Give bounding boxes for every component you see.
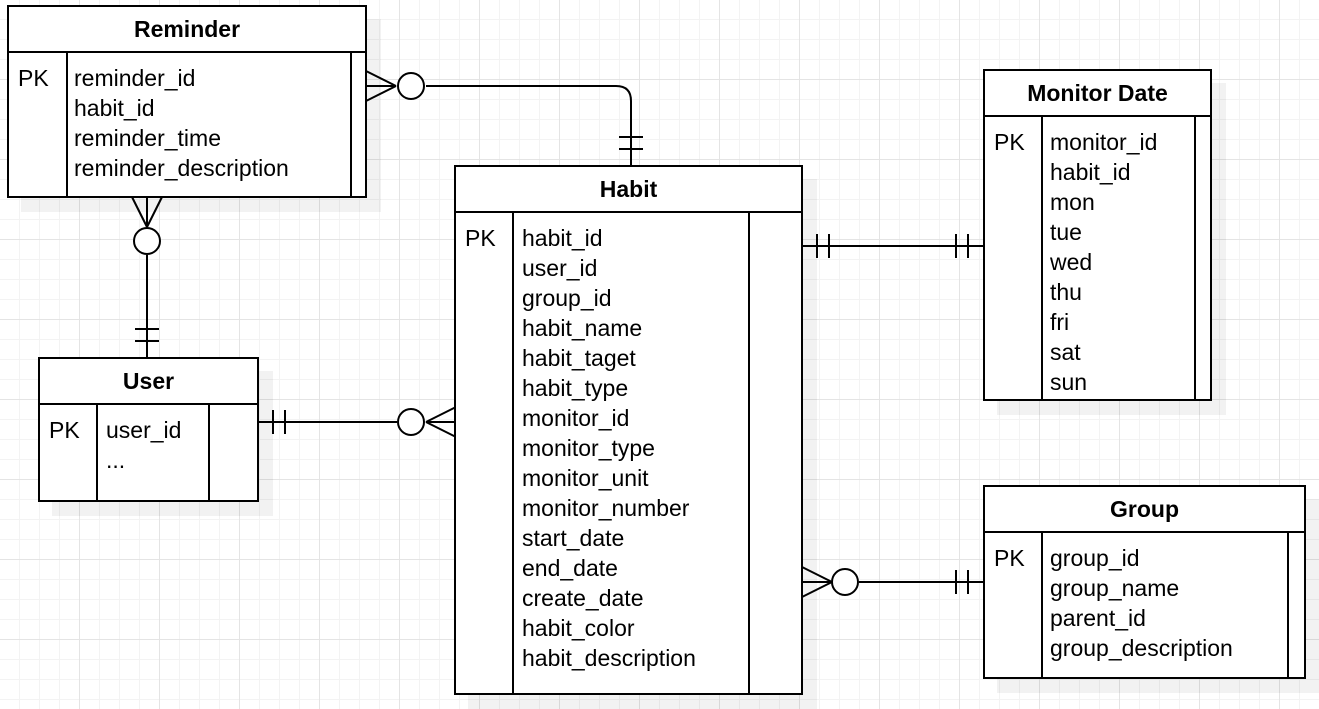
attribute: habit_description — [522, 645, 696, 671]
entity-habit[interactable]: Habit PK habit_id user_id group_id habit… — [454, 165, 803, 695]
attribute-list: group_id group_name parent_id group_desc… — [1050, 543, 1233, 663]
attribute-list: habit_id user_id group_id habit_name hab… — [522, 223, 696, 673]
entity-title: Monitor Date — [985, 71, 1210, 117]
attribute: monitor_id — [1050, 129, 1158, 155]
entity-right-column — [1287, 533, 1306, 677]
attribute: parent_id — [1050, 605, 1146, 631]
attribute: wed — [1050, 249, 1093, 275]
attribute: habit_id — [522, 225, 603, 251]
attribute: habit_name — [522, 315, 643, 341]
attribute-list: monitor_id habit_id mon tue wed thu fri … — [1050, 127, 1157, 397]
attribute: group_description — [1050, 635, 1233, 661]
pk-label: PK — [994, 129, 1025, 155]
entity-title: Reminder — [9, 7, 365, 53]
attribute: thu — [1050, 279, 1082, 305]
attribute: user_id — [522, 255, 598, 281]
attribute: mon — [1050, 189, 1095, 215]
entity-monitor-date[interactable]: Monitor Date PK monitor_id habit_id mon … — [983, 69, 1212, 401]
attribute: group_id — [1050, 545, 1140, 571]
pk-column: PK — [9, 53, 68, 196]
pk-column: PK — [985, 117, 1043, 399]
relationship-habit-monitor-date — [802, 234, 984, 258]
pk-label: PK — [994, 545, 1025, 571]
attribute: user_id — [106, 417, 182, 443]
pk-label: PK — [49, 417, 80, 443]
attribute: habit_color — [522, 615, 635, 641]
attribute: group_id — [522, 285, 612, 311]
attribute: habit_taget — [522, 345, 636, 371]
attribute: monitor_type — [522, 435, 655, 461]
attribute: monitor_id — [522, 405, 630, 431]
entity-title: Habit — [456, 167, 801, 213]
relationship-user-reminder — [131, 196, 163, 357]
entity-right-column — [350, 53, 367, 196]
attribute: start_date — [522, 525, 625, 551]
entity-right-column — [1194, 117, 1212, 399]
pk-label: PK — [465, 225, 496, 251]
attribute: monitor_unit — [522, 465, 649, 491]
attribute: end_date — [522, 555, 618, 581]
attribute-list: user_id ... — [106, 415, 181, 475]
entity-group[interactable]: Group PK group_id group_name parent_id g… — [983, 485, 1306, 679]
attribute-list: reminder_id habit_id reminder_time remin… — [74, 63, 289, 183]
attribute: create_date — [522, 585, 644, 611]
attribute: monitor_number — [522, 495, 690, 521]
attribute: reminder_time — [74, 125, 221, 151]
entity-right-column — [208, 405, 259, 500]
pk-column: PK — [40, 405, 98, 500]
entity-right-column — [748, 213, 803, 693]
relationship-user-habit — [258, 406, 457, 438]
attribute: fri — [1050, 309, 1070, 335]
entity-reminder[interactable]: Reminder PK reminder_id habit_id reminde… — [7, 5, 367, 198]
entity-title: User — [40, 359, 257, 405]
relationship-group-habit — [801, 566, 984, 598]
attribute: group_name — [1050, 575, 1180, 601]
entity-user[interactable]: User PK user_id ... — [38, 357, 259, 502]
pk-column: PK — [985, 533, 1043, 677]
attribute: habit_type — [522, 375, 629, 401]
attribute: tue — [1050, 219, 1082, 245]
attribute: sat — [1050, 339, 1081, 365]
pk-column: PK — [456, 213, 514, 693]
attribute: ... — [106, 447, 126, 473]
attribute: reminder_id — [74, 65, 196, 91]
pk-label: PK — [18, 65, 49, 91]
attribute: habit_id — [1050, 159, 1131, 185]
entity-title: Group — [985, 487, 1304, 533]
attribute: reminder_description — [74, 155, 289, 181]
attribute: habit_id — [74, 95, 155, 121]
relationship-habit-reminder — [365, 70, 643, 165]
attribute: sun — [1050, 369, 1088, 395]
